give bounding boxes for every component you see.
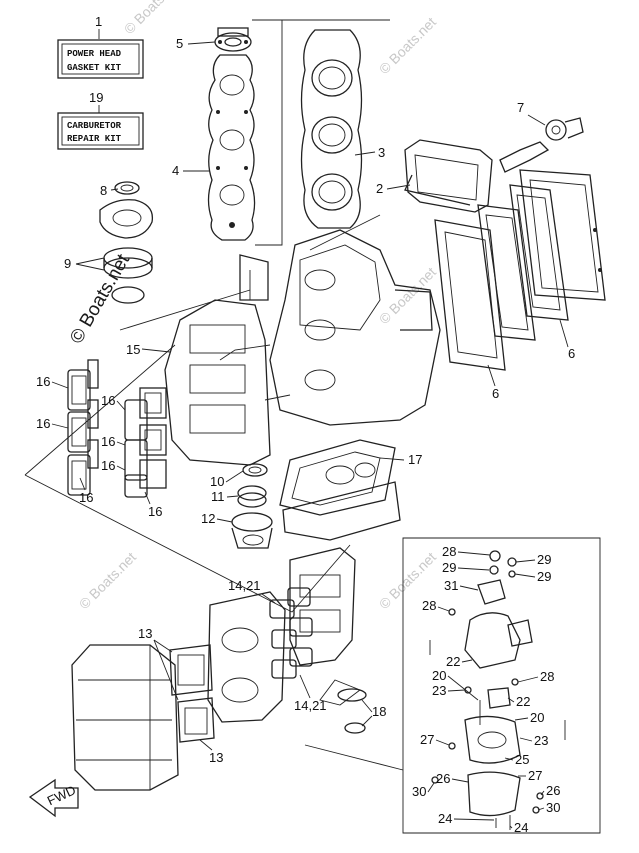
- watermark: © Boats.net: [76, 549, 139, 612]
- callout-5: 5: [176, 36, 183, 51]
- part-13-gaskets: [169, 644, 215, 743]
- power-head-gasket-kit-box: 1 POWER HEAD GASKET KIT: [57, 14, 144, 79]
- callout-24b: 24: [514, 820, 528, 835]
- callout-28a: 28: [442, 544, 456, 559]
- carburetor-detail-box: [304, 537, 601, 834]
- callout-22a: 22: [446, 654, 460, 669]
- cylinder-block: [219, 229, 441, 426]
- carburetor-assembly: [207, 547, 356, 723]
- callout-9: 9: [64, 256, 71, 271]
- callout-17: 17: [408, 452, 422, 467]
- callout-label: 19: [89, 90, 103, 105]
- callout-14-21b: 14,21: [294, 698, 327, 713]
- part-15-crankcase: [164, 254, 271, 466]
- part-12-bearing-housing: [231, 512, 273, 549]
- callout-3: 3: [378, 145, 385, 160]
- part-5-flange: [214, 27, 252, 52]
- part-17-gasket: [279, 439, 401, 541]
- callouts: 5 4 3 2 7 8 9 6 6 15 16 16 16 16 16 16 1…: [36, 36, 575, 835]
- callout-13b: 13: [209, 750, 223, 765]
- callout-16d: 16: [101, 393, 115, 408]
- kit-subtitle: GASKET KIT: [67, 63, 122, 73]
- callout-30a: 30: [412, 784, 426, 799]
- part-3-cylinder-gasket: [300, 29, 363, 229]
- callout-15: 15: [126, 342, 140, 357]
- callout-14-21a: 14,21: [228, 578, 261, 593]
- callout-12: 12: [201, 511, 215, 526]
- callout-4: 4: [172, 163, 179, 178]
- callout-16e: 16: [101, 434, 115, 449]
- callout-20a: 20: [432, 668, 446, 683]
- carburetor-repair-kit-box: 19 CARBURETOR REPAIR KIT: [57, 90, 144, 150]
- callout-7: 7: [517, 100, 524, 115]
- callout-26a: 26: [436, 771, 450, 786]
- callout-29b: 29: [537, 552, 551, 567]
- part-16-reed-valves-left: [67, 359, 99, 496]
- callout-16b: 16: [36, 416, 50, 431]
- kit-title: POWER HEAD: [67, 49, 122, 59]
- callout-29a: 29: [442, 560, 456, 575]
- watermark: © Boats.net: [376, 14, 439, 77]
- callout-24a: 24: [438, 811, 452, 826]
- callout-16a: 16: [36, 374, 50, 389]
- callout-2: 2: [376, 181, 383, 196]
- callout-13a: 13: [138, 626, 152, 641]
- callout-31: 31: [444, 578, 458, 593]
- part-6-exhaust-plates: [434, 169, 606, 371]
- part-2-cover-gasket: [404, 139, 493, 213]
- callout-11: 11: [211, 489, 225, 504]
- callout-16f: 16: [101, 458, 115, 473]
- part-14-21-gaskets: [269, 587, 313, 679]
- part-18-gasket: [319, 679, 367, 734]
- callout-27a: 27: [420, 732, 434, 747]
- part-16-reed-valves-right: [124, 387, 167, 498]
- callout-16c: 16: [79, 490, 93, 505]
- kit-title: CARBURETOR: [67, 121, 122, 131]
- part-4-head-gasket: [207, 54, 256, 241]
- part-10-seal: [242, 463, 268, 477]
- callout-6b: 6: [492, 386, 499, 401]
- part-7-valve: [499, 117, 584, 173]
- callout-22b: 22: [516, 694, 530, 709]
- callout-28b: 28: [422, 598, 436, 613]
- fwd-label: FWD: [45, 782, 78, 808]
- part-8-seal: [99, 181, 154, 239]
- watermark-main: © Boats.net: [66, 250, 134, 347]
- callout-30b: 30: [546, 800, 560, 815]
- callout-18: 18: [372, 704, 386, 719]
- callout-8: 8: [100, 183, 107, 198]
- part-9-o-rings: [103, 247, 153, 304]
- part-11-seal: [237, 485, 267, 508]
- callout-label: 1: [95, 14, 102, 29]
- callout-6a: 6: [568, 346, 575, 361]
- kit-subtitle: REPAIR KIT: [67, 134, 122, 144]
- callout-23a: 23: [432, 683, 446, 698]
- callout-20b: 20: [530, 710, 544, 725]
- intake-silencer: [71, 644, 179, 791]
- callout-23b: 23: [534, 733, 548, 748]
- callout-27b: 27: [528, 768, 542, 783]
- callout-26b: 26: [546, 783, 560, 798]
- reed-valve-bracket: [24, 344, 351, 613]
- callout-16g: 16: [148, 504, 162, 519]
- forward-direction-arrow: FWD: [28, 778, 79, 818]
- callout-25: 25: [515, 752, 529, 767]
- callout-28c: 28: [540, 669, 554, 684]
- watermark: © Boats.net: [121, 0, 184, 37]
- callout-29c: 29: [537, 569, 551, 584]
- callout-10: 10: [210, 474, 224, 489]
